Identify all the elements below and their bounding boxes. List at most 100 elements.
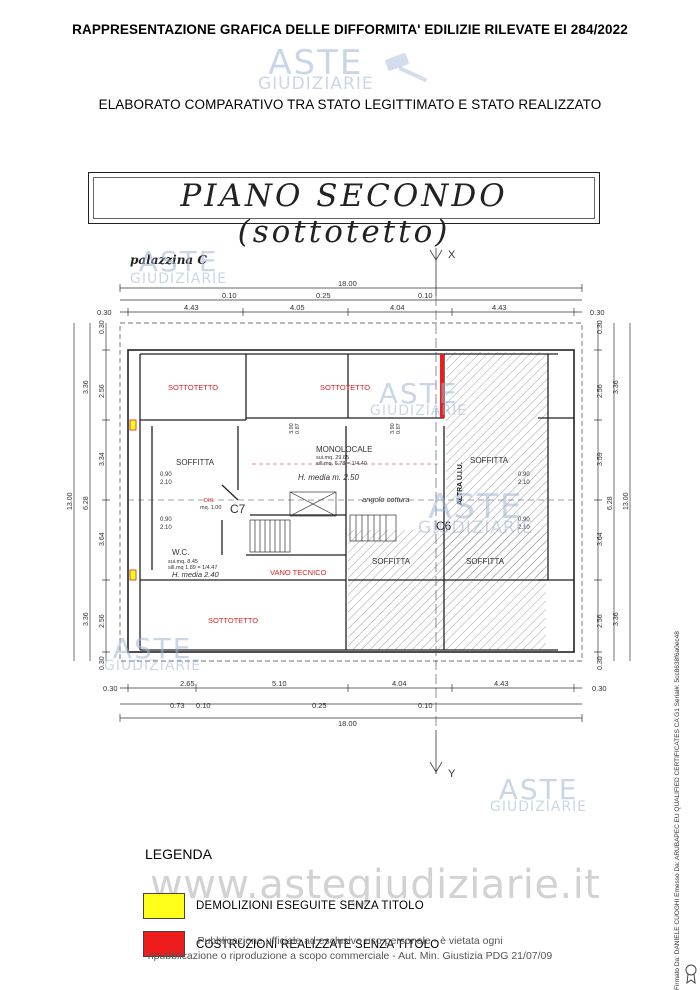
dim-bottom-row1-f: 0.30 <box>592 684 607 693</box>
interior-walls <box>139 353 574 651</box>
opening-w4-width: 0.90 <box>160 517 172 523</box>
dim-top-row2-e: 4.43 <box>492 303 507 312</box>
unauthorized-demolition-marker-1 <box>129 419 137 431</box>
dim-top-row2-d: 4.04 <box>390 303 405 312</box>
dim-top-row2-f: 0.30 <box>590 308 605 317</box>
dim-left-inner-2: 6.28 <box>83 496 90 510</box>
unit-c6: C6 <box>436 519 452 533</box>
legend-label-demolitions: DEMOLIZIONI ESEGUITE SENZA TITOLO <box>196 900 424 912</box>
dim-right-outer-6: 0.30 <box>597 656 604 670</box>
hatched-zone-bottom-mid <box>348 530 546 650</box>
dim-bottom-row1-c: 5.10 <box>272 679 287 688</box>
dim-top-row1-a: 0.10 <box>222 291 237 300</box>
dim-right-inner-2: 6.28 <box>607 496 614 510</box>
dim-top-row2-b: 4.43 <box>184 303 199 312</box>
dim-left-outer-5: 3.36 <box>83 612 90 626</box>
monolocale-height: H. media m. 2.50 <box>298 473 359 482</box>
opening-w2-width: 3.90 <box>390 423 396 434</box>
dim-left-outer-2: 3.36 <box>83 380 90 394</box>
legend-title: LEGENDA <box>145 846 212 862</box>
room-sottotetto-1: SOTTOTETTO <box>168 383 218 392</box>
dim-bottom-row1-e: 4.43 <box>494 679 509 688</box>
room-soffitta-4: SOFFITTA <box>466 557 505 566</box>
room-sottotetto-3: SOTTOTETTO <box>208 616 258 625</box>
building-perimeter <box>127 349 575 653</box>
unit-c7: C7 <box>230 502 246 516</box>
dim-left-outer-6: 0.30 <box>99 656 106 670</box>
legend-label-constructions: COSTRUZIONI REALIZZATE SENZA TITOLO <box>196 939 440 951</box>
floor-title-frame <box>88 172 600 224</box>
opening-w3-height: 2.10 <box>160 480 172 486</box>
monolocale-name: MONOLOCALE <box>316 445 372 454</box>
opening-w6-width: 0.90 <box>518 517 530 523</box>
dim-bottom-row2-c: 0.25 <box>312 701 327 710</box>
dim-left-outer-1: 0.30 <box>99 320 106 334</box>
dim-left-inner-3: 2.56 <box>99 614 106 628</box>
dim-bottom-overall: 18.00 <box>338 719 357 728</box>
dim-top-overall: 18.00 <box>338 279 357 288</box>
opening-w6-height: 2.10 <box>518 525 530 531</box>
dim-left-outer-3: 3.34 <box>99 452 106 466</box>
dim-top-row1-c: 0.10 <box>418 291 433 300</box>
dim-right-outer-1: 0.30 <box>597 320 604 334</box>
floor-plan: palazzina C X 18.00 0.10 0.25 0.10 0.30 … <box>67 248 631 780</box>
dim-bottom-row1-d: 4.04 <box>392 679 407 688</box>
angolo-cottura: angolo cottura <box>362 495 410 504</box>
building-label: palazzina C <box>130 253 207 267</box>
dim-left-outer-4: 3.64 <box>99 532 106 546</box>
opening-w3-width: 0.90 <box>160 472 172 478</box>
publication-notice-line1: Pubblicazione ufficiale ad esclusivo uso… <box>197 935 503 947</box>
axis-x-label: X <box>448 249 456 261</box>
opening-w2-height: 0.87 <box>396 423 402 434</box>
dim-bottom-row2-d: 0.10 <box>418 701 433 710</box>
opening-w1-height: 0.87 <box>295 423 301 434</box>
document-title: RAPPRESENTAZIONE GRAFICA DELLE DIFFORMIT… <box>72 22 628 37</box>
disimpegno-area: mq. 1.00 <box>200 505 221 511</box>
dim-bottom-row1-a: 0.30 <box>103 684 118 693</box>
dim-right-outer-3: 3.59 <box>597 452 604 466</box>
dim-bottom-row1-b: 2.65 <box>180 679 195 688</box>
section-axis-y: Y <box>429 730 456 780</box>
dim-left-inner-1: 2.56 <box>99 384 106 398</box>
watermark-logo-top: ASTE GIUDIZIARIE <box>258 43 374 94</box>
dim-right-outer-5: 3.36 <box>613 612 620 626</box>
unauthorized-demolition-marker-2 <box>129 569 137 581</box>
room-soffitta-1: SOFFITTA <box>176 458 215 467</box>
bottom-dimensions <box>119 684 583 722</box>
dim-bottom-row2-a: 0.73 <box>170 701 185 710</box>
signature-seal-icon <box>685 964 697 984</box>
dim-right-overall: 13.00 <box>623 492 630 510</box>
room-sottotetto-2: SOTTOTETTO <box>320 383 370 392</box>
site-watermark: www.astegiudiziarie.it <box>150 862 601 908</box>
room-soffitta-3: SOFFITTA <box>372 557 411 566</box>
dim-right-outer-2: 3.36 <box>613 380 620 394</box>
opening-w4-height: 2.10 <box>160 525 172 531</box>
opening-w5-width: 0.90 <box>518 472 530 478</box>
monolocale-area: sui.mq. 29.65 <box>316 455 349 461</box>
wc-area: sui.mq. 8.45 <box>168 559 198 565</box>
dim-right-inner-3: 2.56 <box>597 614 604 628</box>
dim-top-row2-a: 0.30 <box>97 308 112 317</box>
right-dimensions <box>594 323 631 661</box>
room-vano-tecnico: VANO TECNICO <box>270 568 327 577</box>
gavel-icon <box>385 53 428 83</box>
floor-title: PIANO SECONDO (sottotetto) <box>180 178 508 250</box>
unauthorized-construction-marker <box>440 354 444 418</box>
roof-void <box>289 491 337 517</box>
document-subtitle: ELABORATO COMPARATIVO TRA STATO LEGITTIM… <box>98 97 602 112</box>
opening-w1-width: 3.90 <box>289 423 295 434</box>
top-dimensions <box>119 284 583 316</box>
dim-top-row1-b: 0.25 <box>316 291 331 300</box>
publication-notice-line2: ripubblicazione o riproduzione a scopo c… <box>147 950 553 962</box>
wc-height: H. media 2.40 <box>172 570 220 579</box>
dim-right-outer-4: 3.64 <box>597 532 604 546</box>
axis-y-label: Y <box>448 768 456 780</box>
wc-ratio: sill.mq 1.89 = 1/4.47 <box>168 565 217 571</box>
room-altra-uiu: ALTRA U.I.U. <box>457 462 464 505</box>
left-dimensions <box>73 323 110 661</box>
legend-swatch-yellow <box>143 893 185 919</box>
